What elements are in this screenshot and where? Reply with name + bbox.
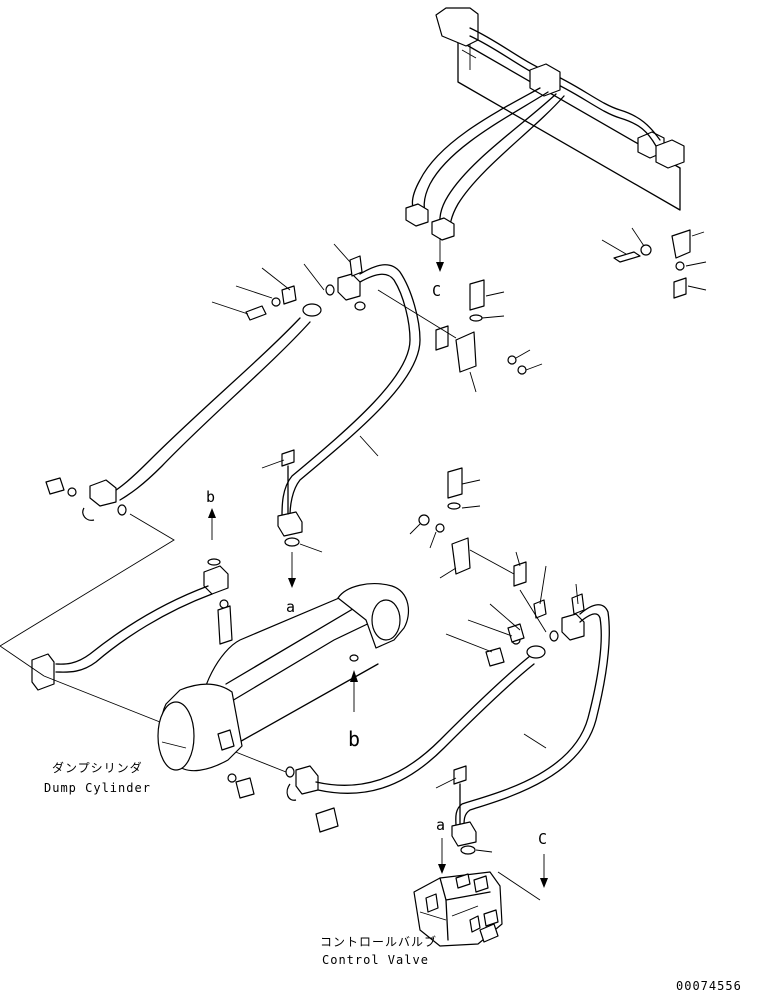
control-valve	[413, 871, 503, 947]
frame-assembly	[405, 7, 685, 241]
ref-label-c-top: C	[432, 282, 441, 300]
ref-label-a-upper: a	[286, 598, 295, 616]
upper-hose-left-end	[45, 477, 127, 521]
ref-label-a-lower: a	[436, 816, 445, 834]
bracket-middle-lower	[409, 467, 527, 587]
lower-hose-assembly	[315, 565, 610, 847]
dump-cylinder	[157, 583, 410, 833]
ref-arrow-b-upper: b	[206, 488, 221, 566]
ref-label-b-upper: b	[206, 488, 215, 506]
dump-cylinder-label-jp: ダンプシリンダ	[52, 760, 143, 775]
ref-arrow-a-upper: a	[284, 537, 323, 616]
control-valve-label-en: Control Valve	[322, 953, 429, 967]
ref-arrow-b-lower: b	[348, 654, 360, 751]
ref-arrow-a-lower: a	[436, 816, 446, 874]
control-valve-label: コントロールバルブ Control Valve	[320, 934, 437, 967]
bracket-right-top	[601, 227, 707, 299]
left-pipe-assembly	[31, 565, 233, 691]
bracket-middle-top	[435, 279, 543, 393]
ref-arrow-c-lower: C	[460, 830, 548, 901]
upper-hose-assembly	[109, 243, 421, 537]
ref-label-b-lower: b	[348, 727, 360, 751]
ref-arrow-c-top: C	[432, 238, 444, 300]
dump-cylinder-label-en: Dump Cylinder	[44, 781, 151, 795]
control-valve-label-jp: コントロールバルブ	[320, 934, 437, 949]
ref-label-c-lower: C	[538, 830, 547, 848]
dump-cylinder-label: ダンプシリンダ Dump Cylinder	[44, 760, 151, 795]
drawing-number: 00074556	[676, 979, 742, 993]
